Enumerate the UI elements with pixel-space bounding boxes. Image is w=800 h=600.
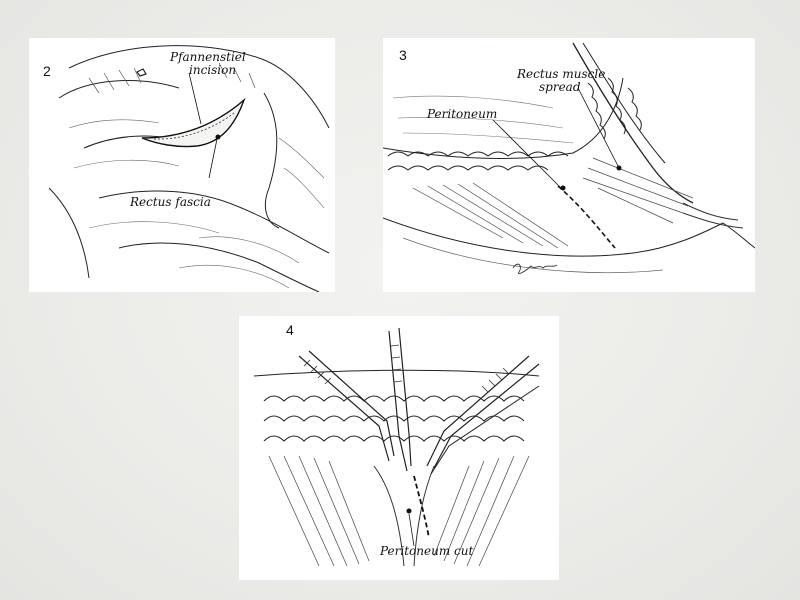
- rectus-muscle-spread-label-line1: Rectus muscle: [517, 67, 606, 81]
- rectus-fascia-label: Rectus fascia: [130, 195, 211, 209]
- figure-4-number: 4: [286, 322, 294, 338]
- pfannenstiel-incision-label-line1: Pfannenstiel: [170, 50, 246, 64]
- figure-2-number: 2: [43, 63, 51, 79]
- peritoneum-cut-label: Peritoneum cut: [380, 544, 474, 558]
- rectus-muscle-spread-label-line2: spread: [539, 80, 581, 94]
- figure-2-illustration: [48, 45, 330, 292]
- figure-3-panel: 3 Rectus muscle spread Peritoneum: [383, 38, 755, 292]
- figure-2-panel: 2 Pfannenstiel incision Rectus fascia: [29, 38, 335, 292]
- figure-4-illustration: [253, 327, 540, 567]
- figure-4-panel: 4 Peritoneum cut: [239, 316, 559, 580]
- pfannenstiel-incision-label-line2: incision: [189, 63, 237, 77]
- peritoneum-label: Peritoneum: [427, 107, 498, 121]
- figure-3-illustration: [383, 42, 755, 275]
- figure-3-number: 3: [399, 47, 407, 63]
